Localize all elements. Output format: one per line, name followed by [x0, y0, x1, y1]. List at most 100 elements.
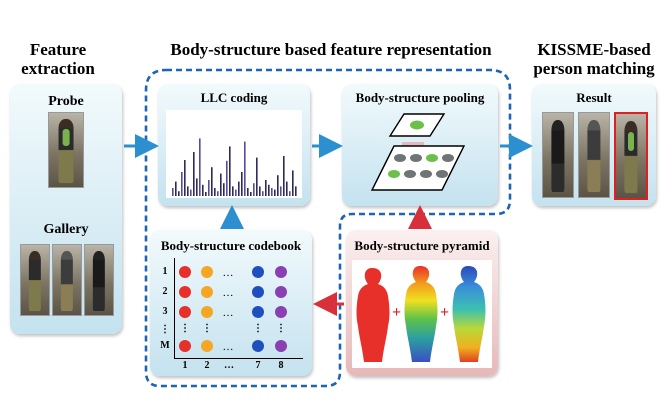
body-structure-pyramid-panel: Body-structure pyramid [346, 230, 498, 376]
heading-feature-extraction: Feature extraction [21, 40, 95, 78]
codebook-dot [201, 266, 213, 278]
llc-bar [211, 167, 213, 196]
llc-bar [271, 188, 273, 196]
codebook-vertical-dots: ⋮ [180, 323, 190, 334]
pooling-node-gray-6 [436, 170, 448, 178]
pyramid-silhouette-1 [356, 268, 390, 362]
llc-histogram [166, 110, 302, 198]
llc-bar [235, 189, 237, 196]
llc-bar [190, 189, 192, 196]
llc-bar [277, 175, 279, 196]
llc-bar [232, 186, 234, 196]
llc-bar [286, 181, 288, 196]
llc-bar [247, 188, 249, 196]
pooling-node-gray-1 [394, 154, 406, 162]
llc-bar [187, 186, 189, 196]
codebook-ellipsis: … [223, 267, 234, 279]
body-structure-codebook-panel: Body-structure codebook 1 2 3 ⋮ M 1 2 … … [150, 230, 312, 376]
codebook-dot [275, 266, 287, 278]
codebook-dot [275, 340, 287, 352]
codebook-vertical-dots: ⋮ [253, 323, 263, 334]
llc-bar [184, 160, 186, 196]
llc-bar [202, 184, 204, 196]
gallery-image-2 [52, 244, 82, 316]
llc-bar [205, 192, 207, 196]
gallery-image-1 [20, 244, 50, 316]
codebook-ellipsis: … [223, 341, 234, 353]
llc-bar [280, 186, 282, 196]
llc-bar [241, 172, 243, 196]
llc-histogram-svg [172, 138, 297, 196]
result-image-match [614, 112, 648, 200]
codebook-dot [275, 306, 287, 318]
pyramid-silhouette-2 [404, 266, 438, 362]
codebook-ellipsis: … [223, 307, 234, 319]
result-panel: Result [532, 84, 656, 206]
codebook-dot [252, 340, 264, 352]
heading-body-structure-representation: Body-structure based feature representat… [170, 40, 492, 59]
llc-bar [175, 181, 177, 196]
codebook-ellipsis: … [223, 287, 234, 299]
llc-bar [223, 183, 225, 196]
pyramid-silhouette-3 [452, 266, 486, 362]
pooling-node-gray-5 [420, 170, 432, 178]
llc-bar [244, 141, 246, 196]
llc-bar [229, 146, 231, 196]
llc-bar [199, 138, 201, 196]
pyramid-plus-1: + [392, 304, 402, 321]
pyramid-canvas: + + [352, 260, 492, 368]
codebook-dot [252, 266, 264, 278]
codebook-dot [179, 266, 191, 278]
llc-coding-title: LLC coding [200, 90, 268, 105]
codebook-dot [201, 340, 213, 352]
pooling-title: Body-structure pooling [355, 90, 485, 105]
llc-bar [220, 173, 222, 196]
pyramid-silhouettes [356, 266, 486, 362]
llc-bar [289, 191, 291, 196]
codebook-vertical-dots: ⋮ [276, 323, 286, 334]
codebook-dot [179, 340, 191, 352]
pooling-node-gray-2 [410, 154, 422, 162]
codebook-dot [179, 286, 191, 298]
llc-bar [193, 152, 195, 196]
llc-bar [172, 188, 174, 196]
pooling-node-green-2 [388, 170, 400, 178]
llc-coding-panel: LLC coding [158, 84, 310, 206]
codebook-dot [252, 306, 264, 318]
llc-bar [226, 160, 228, 196]
codebook-dot [201, 306, 213, 318]
heading-kissme-matching: KISSME-based person matching [533, 40, 655, 78]
pyramid-plus-2: + [440, 304, 450, 321]
llc-bar [265, 180, 267, 196]
codebook-dots: … … … … ⋮ ⋮ ⋮ ⋮ [179, 266, 287, 353]
llc-bar [214, 188, 216, 196]
llc-bar [274, 189, 276, 196]
body-structure-pooling-panel: Body-structure pooling [342, 84, 498, 206]
codebook-dot [201, 286, 213, 298]
result-title: Result [576, 90, 612, 105]
gallery-image-3 [84, 244, 114, 316]
pooling-diagram [370, 113, 466, 191]
pooling-bottom-plane [370, 145, 466, 191]
pooling-node-gray-4 [404, 170, 416, 178]
pooling-node-gray-3 [442, 154, 454, 162]
llc-bar [253, 183, 255, 196]
llc-bar [295, 186, 297, 196]
llc-bar [256, 157, 258, 196]
probe-label: Probe [48, 94, 84, 109]
llc-bar [217, 191, 219, 196]
result-image-1 [542, 112, 574, 198]
codebook-dot [179, 306, 191, 318]
llc-bar [181, 172, 183, 196]
pyramid-title: Body-structure pyramid [354, 238, 490, 253]
llc-bar [196, 178, 198, 196]
llc-bar [238, 181, 240, 196]
feature-extraction-panel: Probe Gallery [10, 84, 122, 334]
codebook-vertical-dots: ⋮ [202, 323, 212, 334]
pooling-top-node [410, 120, 424, 130]
gallery-label: Gallery [43, 222, 89, 237]
llc-bar [250, 192, 252, 196]
llc-bar [292, 170, 294, 196]
llc-bar [262, 191, 264, 196]
codebook-dot [275, 286, 287, 298]
